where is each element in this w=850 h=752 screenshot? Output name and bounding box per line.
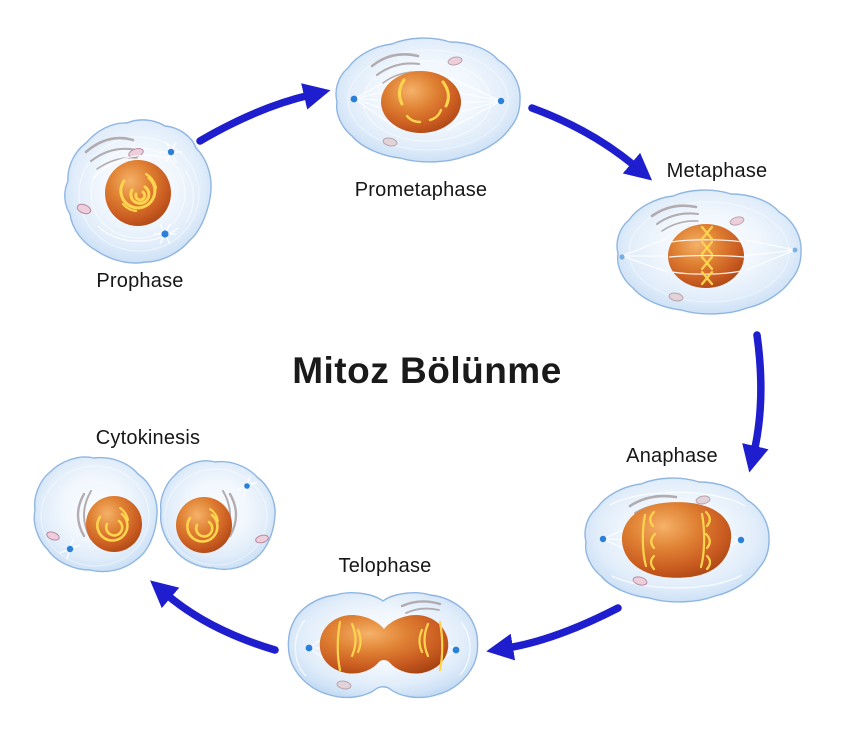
chromosomes [119,172,158,213]
nucleus [105,160,171,226]
chromosomes [186,508,219,543]
anaphase-cell [584,477,770,603]
mitochondrion [336,680,352,690]
centrosome [305,644,460,654]
centrosome [160,141,182,163]
mitochondrion [46,531,60,541]
arrow-telophase-to-cytokinesis [150,580,279,654]
cycle-arrows [150,83,769,661]
centrosome [59,538,81,560]
label-anaphase: Anaphase [626,445,718,467]
mitochondrion [668,292,684,302]
spindle-fibers [93,154,195,242]
prometaphase-cell [335,37,521,163]
chromosomes [641,510,712,571]
mitochondrion [382,137,398,147]
prophase-cell [64,119,212,264]
chromosomes [397,78,450,124]
arrow-prophase-to-prometaphase [196,83,331,145]
nucleus [621,502,732,578]
chromosomes [96,507,129,542]
arrow-prometaphase-to-metaphase [528,104,653,181]
mitochondrion [695,495,711,505]
label-prophase: Prophase [96,270,184,292]
mitochondrion [255,534,269,544]
nucleus [176,497,232,553]
label-cytokinesis: Cytokinesis [95,427,201,449]
arrow-metaphase-to-anaphase [742,331,769,473]
nucleus [319,615,449,674]
chromosomes [336,620,444,672]
label-prometaphase: Prometaphase [354,179,488,201]
nucleus [381,71,461,133]
mitochondrion [729,216,745,226]
centrosome [619,247,798,260]
golgi-apparatus [650,204,700,232]
mitochondrion [632,576,648,586]
diagram-title: Mitoz Bölünme [292,350,562,391]
chromosomes [700,225,714,286]
cytokinesis-cells [33,456,276,573]
centrosome [154,223,176,245]
centrosome [599,535,745,544]
arrow-anaphase-to-telophase [486,604,622,661]
spindle-fibers [621,237,796,273]
centrosome [350,95,505,105]
golgi-apparatus [400,600,442,614]
mitochondrion [447,56,463,66]
label-metaphase: Metaphase [666,160,768,182]
label-telophase: Telophase [338,555,432,577]
metaphase-cell [616,189,802,315]
telophase-cell [287,592,479,699]
nucleus [668,224,745,288]
mitochondrion [76,203,92,215]
centrosome [236,475,258,497]
nucleus [86,496,142,552]
